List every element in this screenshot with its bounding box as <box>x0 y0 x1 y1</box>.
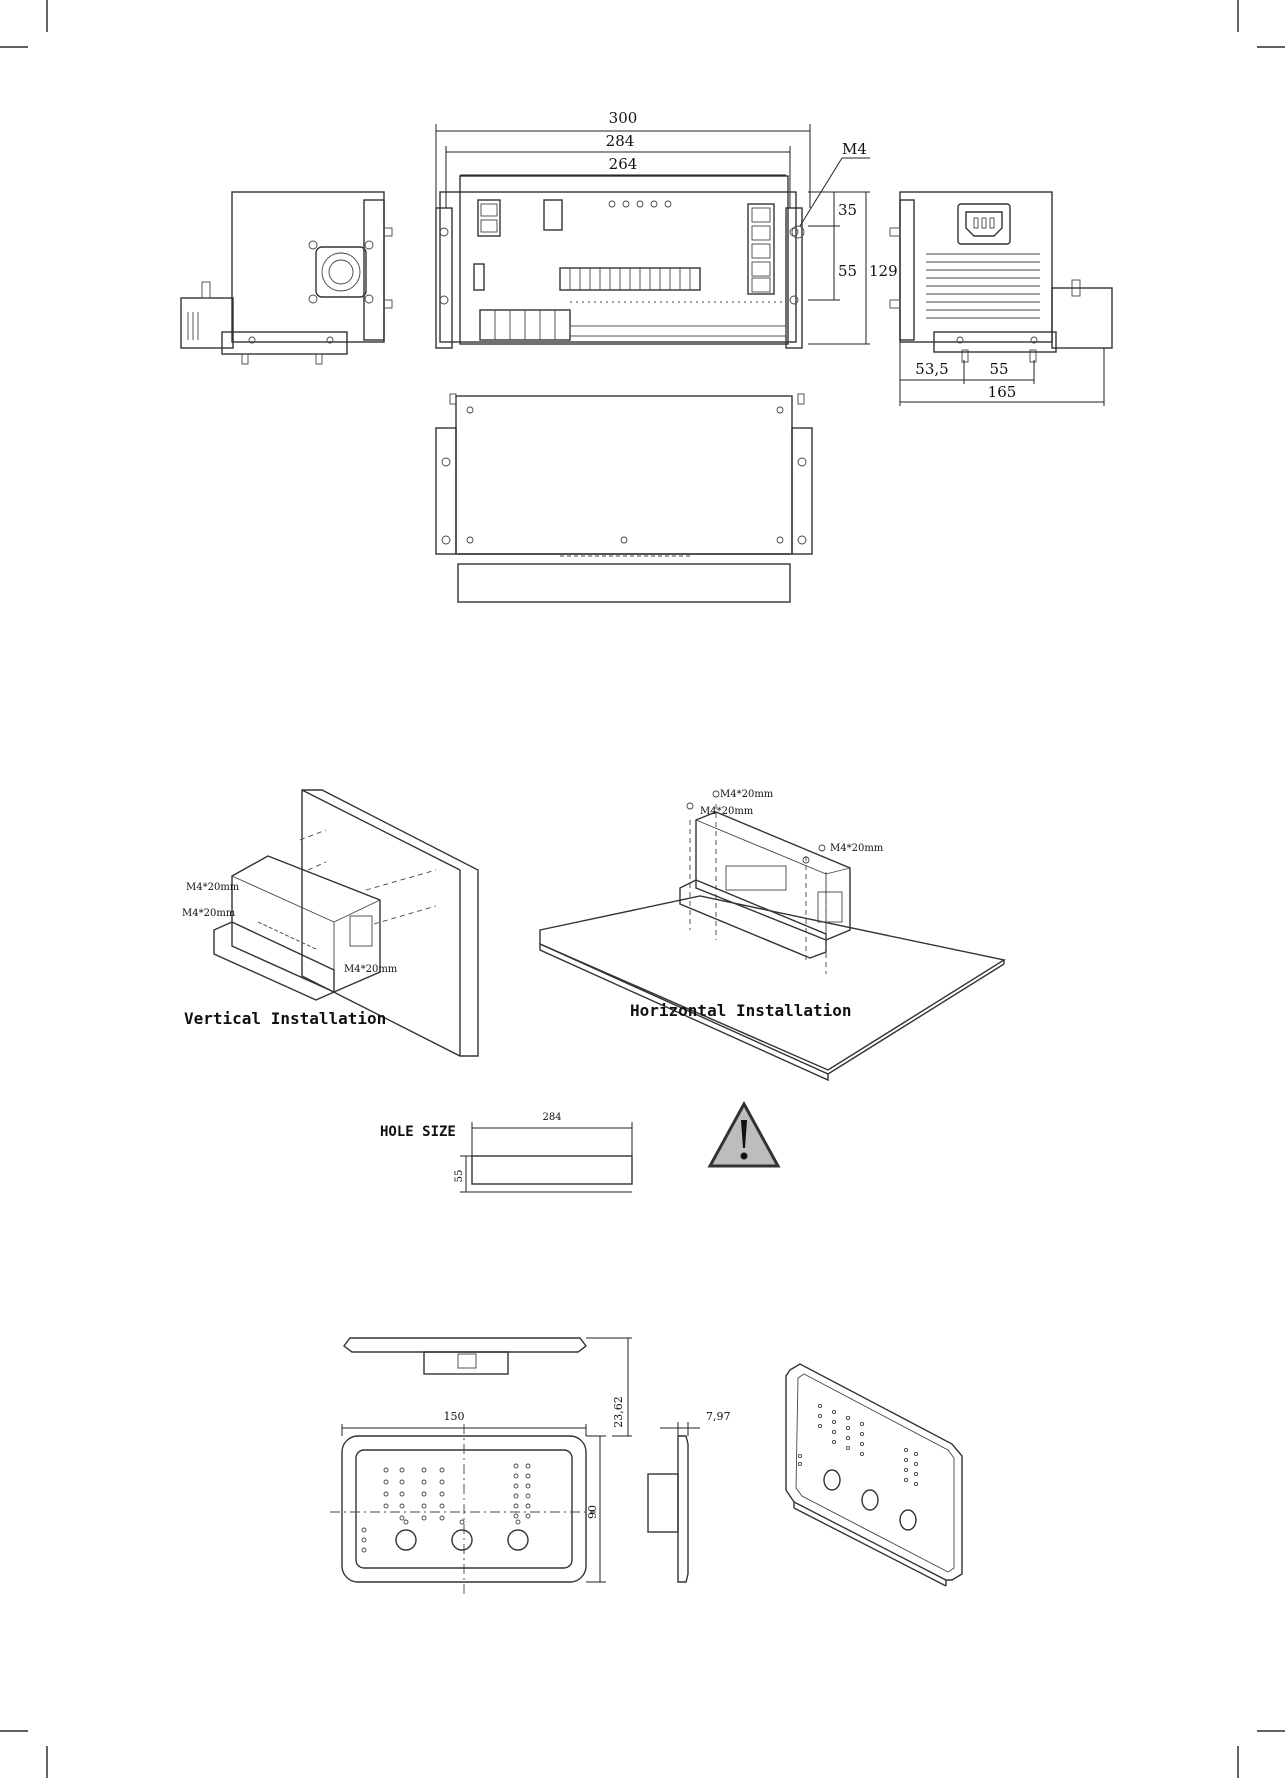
dim-129: 129 <box>869 262 898 280</box>
dim-150: 150 <box>444 1410 465 1423</box>
front-view <box>436 176 804 348</box>
horizontal-installation-illustration: M4*20mm M4*20mm M4*20mm Horizontal Insta… <box>540 789 1004 1080</box>
screw-label-5: M4*20mm <box>700 806 754 817</box>
hole-height: 55 <box>454 1170 465 1183</box>
warning-triangle-icon <box>710 1104 778 1166</box>
horizontal-installation-caption: Horizontal Installation <box>630 1001 852 1020</box>
screw-label-4: M4*20mm <box>720 789 774 800</box>
relay-row <box>560 268 700 290</box>
led-dot-grid <box>362 1464 530 1552</box>
dim-side-55: 55 <box>989 360 1008 378</box>
rj45-ports <box>748 204 774 294</box>
dim-53-5: 53,5 <box>915 360 948 378</box>
vent-slots <box>926 254 1040 318</box>
screw-label-3: M4*20mm <box>344 964 398 975</box>
screw-label-1: M4*20mm <box>186 882 240 893</box>
panel-side-view: 7,97 <box>648 1410 731 1582</box>
hole-size-label: HOLE SIZE <box>380 1124 456 1140</box>
dim-165: 165 <box>988 383 1017 401</box>
dim-7-97: 7,97 <box>706 1410 731 1423</box>
dim-35: 35 <box>838 201 857 219</box>
front-dimensions: 300 284 264 M4 35 55 129 <box>436 109 898 344</box>
dim-284: 284 <box>606 132 635 150</box>
panel-top-view <box>344 1338 632 1374</box>
panel-front-view <box>330 1424 596 1594</box>
vertical-installation-illustration: M4*20mm M4*20mm M4*20mm Vertical Install… <box>182 790 478 1056</box>
dim-m4: M4 <box>842 140 867 158</box>
screw-label-6: M4*20mm <box>830 843 884 854</box>
side-view-left <box>181 192 392 364</box>
vertical-installation-caption: Vertical Installation <box>184 1009 386 1028</box>
dim-264: 264 <box>609 155 638 173</box>
screw-label-2: M4*20mm <box>182 908 236 919</box>
hole-size-diagram: HOLE SIZE 284 55 <box>380 1112 632 1192</box>
side-view-right <box>890 192 1112 362</box>
dim-55: 55 <box>838 262 857 280</box>
panel-perspective-view <box>786 1364 962 1586</box>
dim-23-62: 23,62 <box>612 1396 625 1428</box>
top-view <box>436 394 812 602</box>
dim-300: 300 <box>609 109 638 127</box>
power-socket-icon <box>958 204 1010 244</box>
dim-90: 90 <box>586 1505 599 1519</box>
hole-width: 284 <box>542 1112 561 1123</box>
